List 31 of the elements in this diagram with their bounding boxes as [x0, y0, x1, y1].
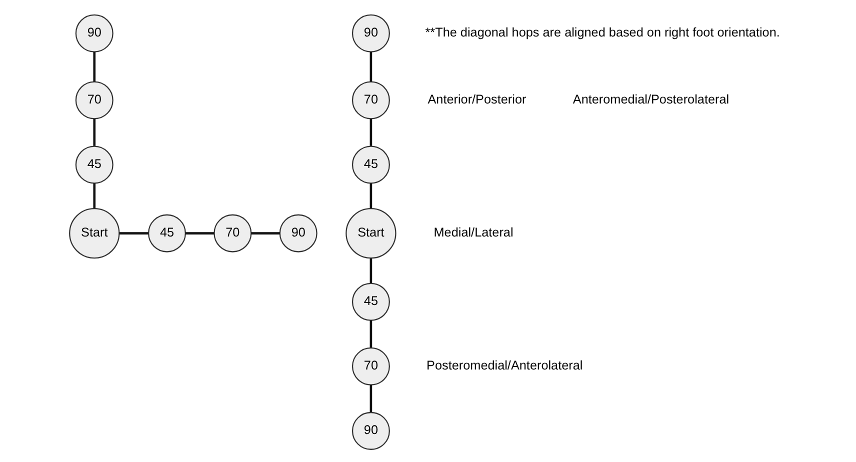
connector	[93, 52, 96, 82]
connector	[370, 118, 372, 146]
label: Anteromedial/Posterolateral	[572, 92, 730, 106]
connector	[185, 232, 214, 234]
node-circle: 70	[75, 81, 114, 120]
node-circle: 70	[214, 214, 252, 252]
node-circle: 90	[279, 214, 318, 252]
node-circle: 45	[148, 214, 186, 252]
node-circle: 70	[352, 81, 390, 120]
node-circle: 90	[352, 412, 390, 450]
connector	[93, 118, 96, 146]
connector	[370, 52, 372, 82]
connector	[251, 232, 280, 234]
connector	[119, 232, 148, 234]
connector	[93, 183, 96, 208]
node-circle: 70	[352, 347, 390, 386]
node-circle: 45	[352, 282, 390, 321]
node-circle: Start	[69, 208, 120, 259]
label: Posteromedial/Anterolateral	[426, 358, 583, 373]
label: **The diagonal hops are aligned based on right foot orientation.	[425, 26, 780, 40]
label: Medial/Lateral	[434, 226, 514, 240]
label: Anterior/Posterior	[428, 92, 526, 106]
node-circle: Start	[346, 208, 396, 259]
connector	[370, 183, 372, 208]
node-circle: 90	[352, 14, 390, 52]
node-circle: 45	[352, 146, 390, 184]
connector	[370, 384, 372, 412]
node-circle: 45	[75, 146, 114, 184]
connector	[370, 258, 372, 284]
connector	[370, 320, 372, 348]
node-circle: 90	[75, 14, 114, 52]
